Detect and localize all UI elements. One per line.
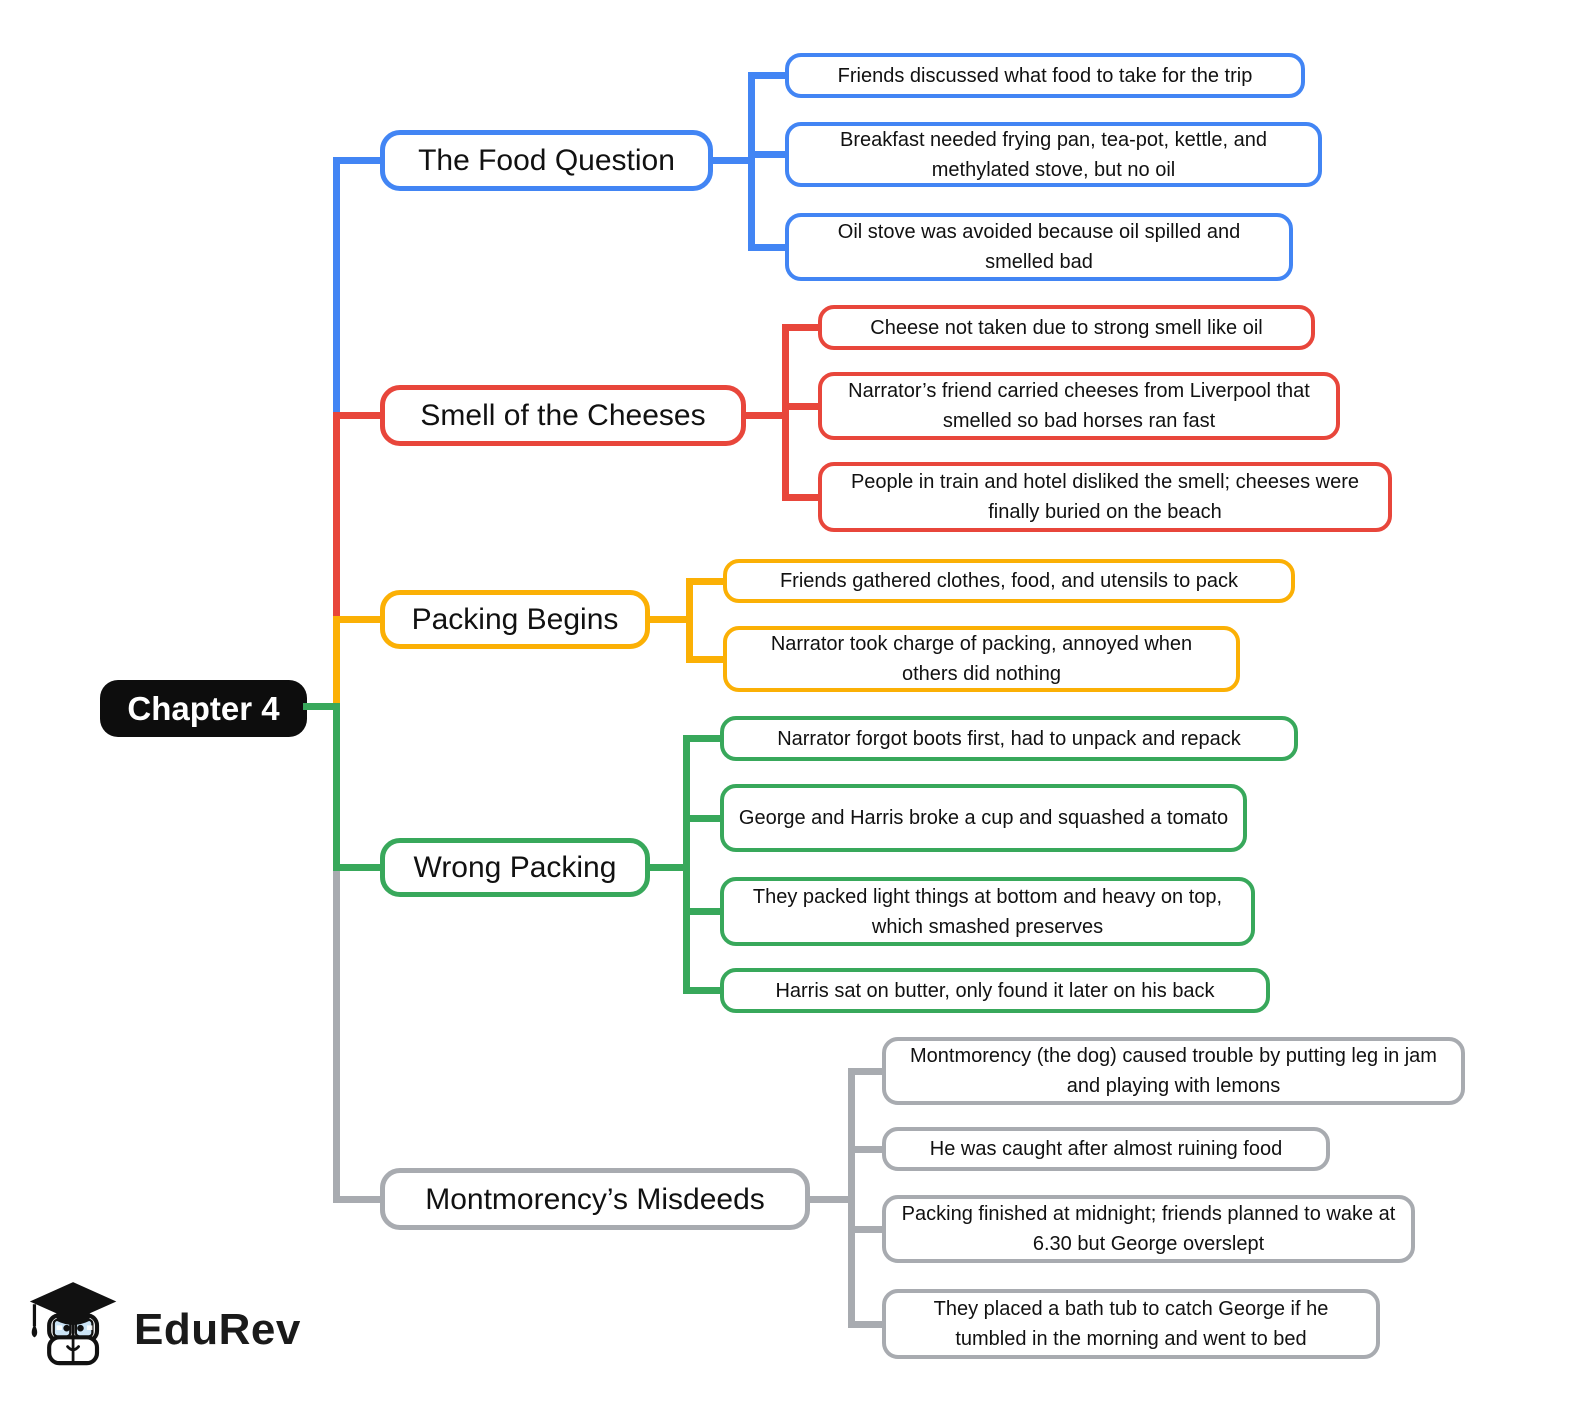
leaf-node-the-food-question-2-text: Breakfast needed frying pan, tea-pot, ke… (840, 128, 1267, 181)
branch-node-wrong-packing: Wrong Packing (380, 838, 650, 897)
leaf-column-line (782, 324, 789, 501)
branch-node-smell-of-the-cheeses: Smell of the Cheeses (380, 385, 746, 446)
leaf-node-smell-of-the-cheeses-3: People in train and hotel disliked the s… (818, 462, 1392, 532)
trunk-segment (333, 619, 340, 706)
leaf-node-the-food-question-1-text: Friends discussed what food to take for … (837, 64, 1253, 87)
leaf-column-line (748, 72, 755, 251)
trunk-segment (333, 867, 340, 1203)
branch-connector (709, 157, 755, 164)
branch-node-wrong-packing-text: Wrong Packing (413, 851, 617, 884)
branch-connector (333, 616, 384, 623)
branch-node-packing-begins-text: Packing Begins (411, 603, 619, 636)
edurev-mascot-icon (29, 1282, 117, 1366)
branch-connector (333, 864, 384, 871)
branch-connector (646, 616, 693, 623)
root-node-chapter: Chapter 4 (100, 680, 307, 737)
branch-connector (806, 1195, 855, 1203)
leaf-connector (683, 908, 724, 915)
leaf-node-smell-of-the-cheeses-1: Cheese not taken due to strong smell lik… (818, 305, 1315, 350)
leaf-node-packing-begins-1: Friends gathered clothes, food, and uten… (723, 559, 1295, 603)
leaf-node-montmorencys-misdeeds-3: Packing finished at midnight; friends pl… (882, 1195, 1415, 1263)
leaf-node-montmorencys-misdeeds-2: He was caught after almost ruining food (882, 1127, 1330, 1171)
leaf-node-montmorencys-misdeeds-3-text: Packing finished at midnight; friends pl… (901, 1203, 1396, 1255)
leaf-node-wrong-packing-2: George and Harris broke a cup and squash… (720, 784, 1247, 852)
leaf-node-montmorencys-misdeeds-4-text: They placed a bath tub to catch George i… (933, 1298, 1329, 1350)
leaf-node-wrong-packing-1: Narrator forgot boots first, had to unpa… (720, 716, 1298, 761)
leaf-connector (848, 1145, 886, 1153)
leaf-node-smell-of-the-cheeses-2: Narrator’s friend carried cheeses from L… (818, 372, 1340, 440)
leaf-node-montmorencys-misdeeds-1: Montmorency (the dog) caused trouble by … (882, 1037, 1465, 1105)
trunk-segment (333, 702, 340, 868)
leaf-node-smell-of-the-cheeses-1-text: Cheese not taken due to strong smell lik… (870, 316, 1263, 339)
branch-node-the-food-question-text: The Food Question (418, 144, 675, 177)
leaf-node-wrong-packing-3-text: They packed light things at bottom and h… (752, 885, 1223, 938)
root-connector (303, 702, 340, 710)
leaf-node-montmorencys-misdeeds-4: They placed a bath tub to catch George i… (882, 1289, 1380, 1359)
leaf-node-the-food-question-3: Oil stove was avoided because oil spille… (785, 213, 1293, 281)
leaf-connector (683, 814, 724, 822)
leaf-node-wrong-packing-4: Harris sat on butter, only found it late… (720, 968, 1270, 1013)
leaf-connector (848, 1225, 886, 1233)
leaf-connector (683, 735, 724, 742)
edurev-logo-text: EduRev (134, 1305, 301, 1354)
leaf-column-line (683, 735, 690, 994)
leaf-node-smell-of-the-cheeses-2-text: Narrator’s friend carried cheeses from L… (848, 380, 1310, 432)
leaf-node-packing-begins-2-text: Narrator took charge of packing, annoyed… (770, 633, 1193, 685)
leaf-connector (683, 987, 724, 994)
branch-node-montmorencys-misdeeds: Montmorency’s Misdeeds (380, 1168, 810, 1230)
branch-node-smell-of-the-cheeses-text: Smell of the Cheeses (420, 399, 706, 432)
leaf-connector (782, 324, 822, 331)
leaf-connector (848, 1320, 886, 1328)
leaf-connector (748, 243, 789, 251)
leaf-node-wrong-packing-1-text: Narrator forgot boots first, had to unpa… (777, 727, 1241, 750)
leaf-connector (848, 1067, 886, 1075)
branch-connector (333, 1195, 384, 1203)
trunk-segment (333, 415, 340, 620)
leaf-node-smell-of-the-cheeses-3-text: People in train and hotel disliked the s… (850, 471, 1360, 523)
leaf-node-montmorencys-misdeeds-1-text: Montmorency (the dog) caused trouble by … (910, 1045, 1437, 1097)
leaf-node-the-food-question-2: Breakfast needed frying pan, tea-pot, ke… (785, 122, 1322, 187)
branch-node-packing-begins: Packing Begins (380, 590, 650, 649)
leaf-node-the-food-question-1: Friends discussed what food to take for … (785, 53, 1305, 98)
trunk-segment (333, 157, 340, 416)
leaf-connector (686, 655, 727, 663)
leaf-node-montmorencys-misdeeds-2-text: He was caught after almost ruining food (929, 1138, 1283, 1160)
leaf-node-wrong-packing-3: They packed light things at bottom and h… (720, 877, 1255, 946)
root-node-label: Chapter 4 (127, 689, 280, 727)
leaf-connector (748, 151, 789, 158)
leaf-node-wrong-packing-4-text: Harris sat on butter, only found it late… (775, 979, 1215, 1002)
leaf-node-the-food-question-3-text: Oil stove was avoided because oil spille… (837, 221, 1241, 273)
branch-node-montmorencys-misdeeds-text: Montmorency’s Misdeeds (425, 1182, 765, 1216)
leaf-connector (748, 72, 789, 79)
leaf-column-line (848, 1067, 855, 1328)
leaf-connector (782, 402, 822, 410)
leaf-node-packing-begins-2: Narrator took charge of packing, annoyed… (723, 626, 1240, 692)
branch-connector (333, 412, 384, 419)
branch-connector (742, 412, 789, 419)
branch-node-the-food-question: The Food Question (380, 130, 713, 191)
leaf-connector (686, 577, 727, 585)
leaf-node-wrong-packing-2-text: George and Harris broke a cup and squash… (738, 807, 1229, 829)
edurev-logo: EduRev (28, 1278, 301, 1382)
leaf-node-packing-begins-1-text: Friends gathered clothes, food, and uten… (779, 570, 1239, 592)
branch-connector (333, 157, 384, 164)
leaf-column-line (686, 577, 693, 663)
leaf-connector (782, 493, 822, 501)
branch-connector (646, 864, 690, 871)
